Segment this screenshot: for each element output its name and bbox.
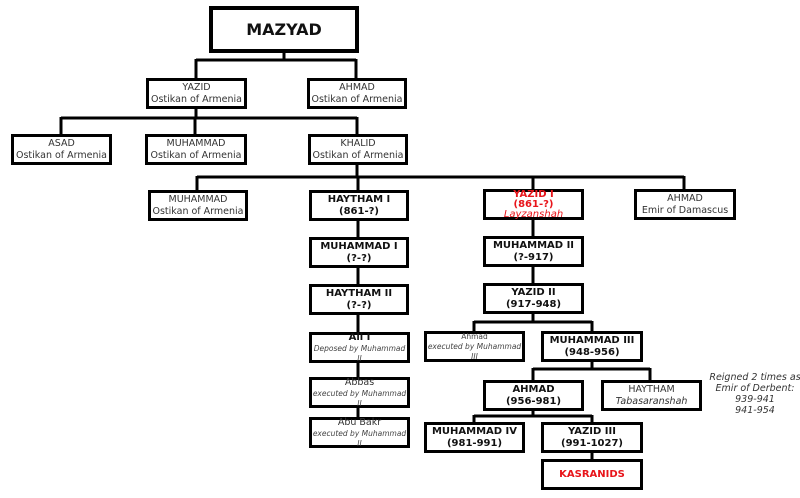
node-title: Layzanshah bbox=[503, 208, 564, 220]
connector-muhammad-iii bbox=[531, 361, 652, 380]
node-muhammad-iv: MUHAMMAD IV(981-991) bbox=[424, 422, 525, 453]
node-title: Ostikan of Armenia bbox=[311, 93, 403, 105]
node-name: Abbas bbox=[344, 376, 375, 388]
node-title: Ostikan of Armenia bbox=[151, 93, 242, 105]
node-mazyad: MAZYAD bbox=[209, 6, 359, 53]
node-reign: (861-?) bbox=[513, 198, 554, 210]
derbent-note: Reigned 2 times as Emir of Derbent: 939-… bbox=[700, 372, 800, 416]
node-kasranids: KASRANIDS bbox=[541, 459, 643, 490]
node-title: Emir of Damascus bbox=[641, 204, 729, 216]
node-title: Ostikan of Armenia bbox=[152, 205, 244, 217]
note-line: 939-941 bbox=[735, 394, 775, 405]
node-name: KHALID bbox=[340, 137, 376, 149]
node-note: executed by Muhammad II bbox=[312, 388, 407, 408]
node-note: executed by Muhammad III bbox=[427, 341, 522, 361]
node-reign: (981-991) bbox=[446, 437, 503, 449]
node-title: Tabasaranshah bbox=[615, 395, 688, 407]
node-haytham-i: HAYTHAM I(861-?) bbox=[309, 190, 409, 221]
node-note: Deposed by Muhammad II bbox=[313, 343, 406, 363]
node-name: HAYTHAM I bbox=[327, 193, 391, 205]
node-muhammad-i: MUHAMMAD I(?-?) bbox=[309, 237, 409, 268]
node-name: MUHAMMAD IV bbox=[431, 425, 518, 437]
node-note: executed by Muhammad II bbox=[312, 428, 407, 448]
note-line: 941-954 bbox=[735, 405, 775, 416]
node-reign: (861-?) bbox=[339, 205, 379, 217]
node-name: AHMAD bbox=[339, 81, 375, 93]
node-name: MUHAMMAD bbox=[166, 137, 226, 149]
node-reign: (?-917) bbox=[513, 251, 554, 263]
node-title: Ostikan of Armenia bbox=[150, 149, 242, 161]
node-name: HAYTHAM II bbox=[325, 287, 393, 299]
node-name: AHMAD bbox=[512, 383, 555, 395]
connector-yazid bbox=[59, 108, 359, 134]
node-name: YAZID I bbox=[513, 188, 554, 200]
node-yazid-iii: YAZID III(991-1027) bbox=[541, 422, 643, 453]
node-reign: (991-1027) bbox=[561, 437, 623, 449]
node-name: ASAD bbox=[48, 137, 75, 149]
node-haytham-ii: HAYTHAM II(?-?) bbox=[309, 284, 409, 315]
node-name: HAYTHAM bbox=[628, 383, 675, 395]
node-yazid-i: YAZID I(861-?)Layzanshah bbox=[483, 189, 584, 220]
node-reign: (?-?) bbox=[346, 299, 372, 311]
node-name: KASRANIDS bbox=[559, 468, 625, 480]
node-reign: (?-?) bbox=[346, 252, 372, 264]
node-name: Abu Bakr bbox=[337, 416, 382, 428]
node-name: Ali I bbox=[348, 331, 371, 343]
node-name: MUHAMMAD II bbox=[492, 239, 575, 251]
connector-ahmad bbox=[472, 410, 594, 459]
node-name: Ahmad bbox=[461, 331, 488, 341]
node-name: MUHAMMAD bbox=[168, 193, 228, 205]
connector-yazid-line bbox=[472, 220, 594, 331]
node-muhammad-iii: MUHAMMAD III(948-956) bbox=[541, 331, 643, 362]
node-name: YAZID II bbox=[511, 286, 556, 298]
node-name: AHMAD bbox=[667, 192, 703, 204]
connector-mazyad bbox=[194, 52, 358, 78]
node-title: Ostikan of Armenia bbox=[16, 149, 107, 161]
node-ahmad-956: AHMAD(956-981) bbox=[483, 380, 584, 411]
node-title: Ostikan of Armenia bbox=[312, 149, 404, 161]
node-name: MUHAMMAD III bbox=[549, 334, 635, 346]
node-yazid-ii: YAZID II(917-948) bbox=[483, 283, 584, 314]
node-name: YAZID bbox=[182, 81, 211, 93]
connector-khalid bbox=[195, 164, 686, 190]
node-name: MUHAMMAD I bbox=[320, 240, 398, 252]
node-name: YAZID III bbox=[568, 425, 616, 437]
node-reign: (948-956) bbox=[564, 346, 620, 358]
note-line: Emir of Derbent: bbox=[715, 383, 795, 394]
node-reign: (956-981) bbox=[505, 395, 562, 407]
note-line: Reigned 2 times as bbox=[709, 372, 800, 383]
node-name: MAZYAD bbox=[246, 19, 322, 39]
node-muhammad-ii: MUHAMMAD II(?-917) bbox=[483, 236, 584, 267]
node-reign: (917-948) bbox=[505, 298, 562, 310]
